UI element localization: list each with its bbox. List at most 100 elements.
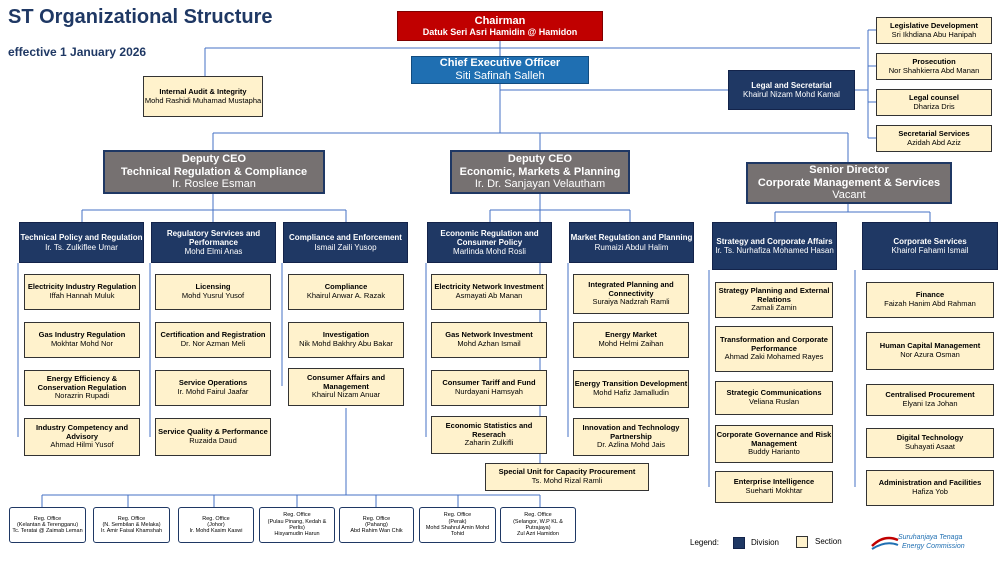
section-box: Certification and Registration Dr. Nor A… xyxy=(155,322,271,358)
special-unit-role: Special Unit for Capacity Procurement xyxy=(498,467,636,477)
legal-role: Legal and Secretarial xyxy=(751,80,832,90)
regional-office-name: Zul Azri Hamidon xyxy=(517,531,559,538)
regional-office-role: Reg. Office xyxy=(33,515,62,522)
section-role: Gas Network Investment xyxy=(445,330,533,340)
regional-office-role: Reg. Office xyxy=(362,515,391,522)
section-role: Corporate Governance and Risk Management xyxy=(716,430,832,448)
section-box: Service Operations Ir. Mohd Fairul Jaafa… xyxy=(155,370,271,406)
section-name: Ahmad Zaki Mohamed Rayes xyxy=(724,352,824,362)
section-name: Zaharin Zulkifli xyxy=(464,438,514,448)
regional-office-name: Mohd Shahrul Amin Mohd Tohid xyxy=(425,525,490,538)
division-compliance-enforcement: Compliance and Enforcement Ismail Zaili … xyxy=(283,222,408,263)
section-role: Service Quality & Performance xyxy=(158,427,268,437)
section-name: Asmayati Ab Manan xyxy=(455,291,523,300)
division-role: Economic Regulation and Consumer Policy xyxy=(440,228,539,247)
ceo-role: Chief Executive Officer xyxy=(439,57,561,70)
section-name: Nik Mohd Bakhry Abu Bakar xyxy=(299,339,393,348)
section-role: Administration and Facilities xyxy=(878,478,982,488)
section-role: Certification and Registration xyxy=(160,330,266,340)
section-box: Transformation and Corporate Performance… xyxy=(715,326,833,372)
section-box: Energy Market Mohd Helmi Zaihan xyxy=(573,322,689,358)
section-name: Mohd Hafiz Jamalludin xyxy=(593,388,669,397)
section-role: Industry Competency and Advisory xyxy=(35,423,129,441)
regional-office-role: Reg. Office xyxy=(524,512,552,519)
division-name: Ir. Ts. Zulkiflee Umar xyxy=(45,242,118,252)
section-box: Finance Faizah Hanim Abd Rahman xyxy=(866,282,994,318)
legal-section-name: Azidah Abd Aziz xyxy=(907,137,961,147)
deputy-role: Deputy CEO xyxy=(181,153,247,166)
division-market-regulation: Market Regulation and Planning Rumaizi A… xyxy=(569,222,694,263)
section-name: Veliana Ruslan xyxy=(748,397,800,406)
legend-label: Legend: xyxy=(690,538,719,547)
legal-section-box: Legal counsel Dhariza Dris xyxy=(876,89,992,116)
section-name: Faizah Hanim Abd Rahman xyxy=(884,299,976,308)
deputy-role: Senior Director xyxy=(809,164,889,177)
section-role: Energy Market xyxy=(605,330,657,340)
section-box: Industry Competency and Advisory Ahmad H… xyxy=(24,418,140,456)
section-box: Enterprise Intelligence Sueharti Mokhtar xyxy=(715,471,833,503)
regional-office-name: Ir. Amir Faisal Khamshah xyxy=(100,528,163,535)
section-role: Electricity Industry Regulation xyxy=(27,282,137,292)
regional-office-name: Hisyamudin Harun xyxy=(274,531,320,538)
division-regulatory-services: Regulatory Services and Performance Mohd… xyxy=(151,222,276,263)
division-technical-policy: Technical Policy and Regulation Ir. Ts. … xyxy=(19,222,144,263)
section-role: Strategy Planning and External Relations xyxy=(718,286,830,304)
section-box: Electricity Industry Regulation Iffah Ha… xyxy=(24,274,140,310)
division-role: Market Regulation and Planning xyxy=(570,233,693,243)
section-name: Sueharti Mokhtar xyxy=(745,486,803,495)
regional-office-area: (Pahang) xyxy=(365,521,388,528)
chairman-box: Chairman Datuk Seri Asri Hamidin @ Hamid… xyxy=(397,11,603,41)
division-name: Mohd Elmi Anas xyxy=(184,247,243,257)
internal-audit-box: Internal Audit & Integrity Mohd Rashidi … xyxy=(143,76,263,117)
section-name: Suraiya Nadzrah Ramli xyxy=(592,297,670,307)
deputy-name: Ir. Dr. Sanjayan Velautham xyxy=(474,178,606,191)
regional-office-box: Reg. Office (Pulau Pinang, Kedah & Perli… xyxy=(259,507,335,543)
regional-office-role: Reg. Office xyxy=(202,515,230,522)
section-name: Mokhtar Mohd Nor xyxy=(50,339,114,348)
section-name: Elyani Iza Johan xyxy=(902,399,958,408)
regional-office-box: Reg. Office (N. Sembilan & Melaka) Ir. A… xyxy=(93,507,170,543)
regional-office-area: (Johor) xyxy=(207,521,225,528)
deputy-role: Deputy CEO xyxy=(507,153,573,166)
division-corporate-services: Corporate Services Khairol Fahami Ismail xyxy=(862,222,998,270)
section-box: Licensing Mohd Yusrul Yusof xyxy=(155,274,271,310)
regional-office-area: (Selangor, W.P KL & Putrajaya) xyxy=(513,518,563,531)
section-box: Strategic Communications Veliana Ruslan xyxy=(715,381,833,415)
section-role: Compliance xyxy=(324,282,368,292)
section-box: Gas Network Investment Mohd Azhan Ismail xyxy=(431,322,547,358)
section-role: Investigation xyxy=(322,330,370,340)
legend-division-label: Division xyxy=(751,538,780,547)
effective-date: effective 1 January 2026 xyxy=(8,45,147,59)
regional-office-box: Reg. Office (Kelantan & Terengganu) Tc. … xyxy=(9,507,86,543)
deputy-portfolio: Technical Regulation & Compliance xyxy=(120,165,308,178)
regional-office-area: (Perak) xyxy=(448,518,467,525)
regional-office-name: Abd Rahim Wan Chik xyxy=(350,528,403,535)
section-box: Centralised Procurement Elyani Iza Johan xyxy=(866,384,994,416)
section-name: Ruzaida Daud xyxy=(189,436,237,445)
legal-section-box: Secretarial Services Azidah Abd Aziz xyxy=(876,125,992,152)
section-role: Centralised Procurement xyxy=(885,390,975,400)
energy-commission-logo-icon xyxy=(871,536,899,550)
section-role: Finance xyxy=(915,290,945,300)
section-box: Investigation Nik Mohd Bakhry Abu Bakar xyxy=(288,322,404,358)
section-box: Integrated Planning and Connectivity Sur… xyxy=(573,274,689,314)
chairman-role: Chairman xyxy=(474,14,526,27)
section-box: Gas Industry Regulation Mokhtar Mohd Nor xyxy=(24,322,140,358)
regional-office-area: (Kelantan & Terengganu) xyxy=(16,521,79,528)
section-role: Transformation and Corporate Performance xyxy=(720,335,828,353)
section-box: Corporate Governance and Risk Management… xyxy=(715,425,833,463)
division-role: Regulatory Services and Performance xyxy=(166,228,261,247)
section-role: Strategic Communications xyxy=(726,388,822,398)
division-economic-regulation: Economic Regulation and Consumer Policy … xyxy=(427,222,552,263)
regional-office-area: (N. Sembilan & Melaka) xyxy=(102,521,161,528)
section-name: Iffah Hannah Muluk xyxy=(49,291,115,300)
section-name: Nurdayani Hamsyah xyxy=(455,387,523,396)
division-role: Strategy and Corporate Affairs xyxy=(716,236,833,246)
section-role: Service Operations xyxy=(178,378,248,388)
ceo-box: Chief Executive Officer Siti Safinah Sal… xyxy=(411,56,589,84)
division-role: Technical Policy and Regulation xyxy=(20,233,143,243)
section-name: Hafiza Yob xyxy=(912,487,948,496)
regional-office-role: Reg. Office xyxy=(283,512,311,519)
section-box: Consumer Affairs and Management Khairul … xyxy=(288,368,404,406)
legend-section-label: Section xyxy=(815,537,842,546)
